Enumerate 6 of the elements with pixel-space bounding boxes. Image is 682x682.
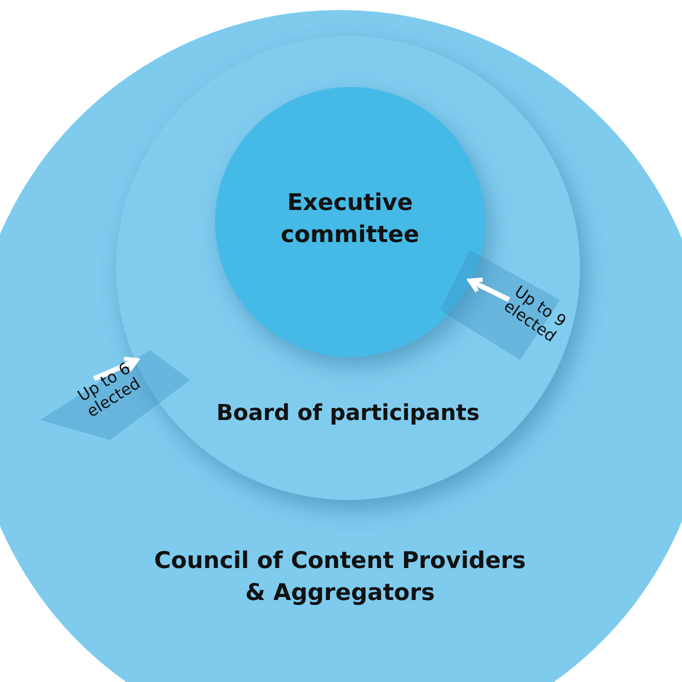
region-title: Board of participants (215, 400, 481, 428)
region-title: Council of Content Providers & Aggregators (153, 547, 527, 608)
circle-region (0, 10, 682, 682)
arrow (93, 356, 139, 382)
region-title: Executive committee (280, 189, 420, 250)
arrow (468, 278, 510, 302)
